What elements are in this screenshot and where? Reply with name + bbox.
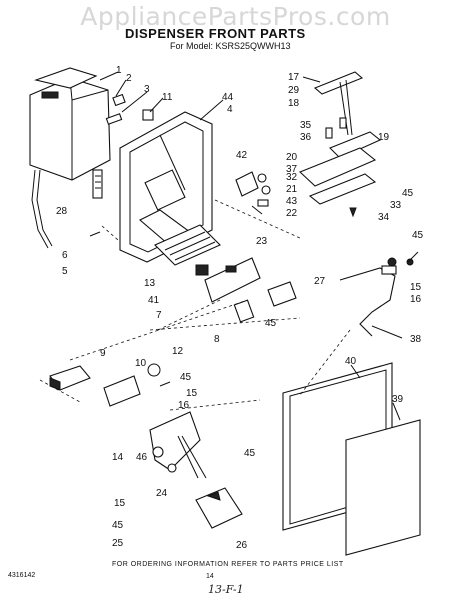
- page-number: 14: [206, 573, 214, 580]
- callout-label: 45: [402, 188, 414, 199]
- callout-label: 39: [392, 394, 404, 405]
- callout-label: 26: [236, 540, 248, 551]
- callout-label: 38: [410, 334, 422, 345]
- callout-label: 15: [114, 498, 126, 509]
- callout-label: 19: [378, 132, 390, 143]
- control-board: [204, 257, 297, 323]
- callout-label: 17: [288, 72, 300, 83]
- callout-label: 12: [172, 346, 184, 357]
- callout-label: 27: [314, 276, 326, 287]
- callout-label: 4: [227, 104, 233, 115]
- lever-assembly: [298, 71, 382, 218]
- callout-label: 35: [300, 120, 312, 131]
- callout-label: 20: [286, 152, 298, 163]
- callout-label: 10: [135, 358, 147, 369]
- callout-label: 7: [156, 310, 162, 321]
- callout-label: 44: [222, 92, 234, 103]
- callout-label: 6: [62, 250, 68, 261]
- callout-label: 45: [265, 318, 277, 329]
- reservoir-housing: [29, 67, 111, 249]
- callout-label: 14: [112, 452, 124, 463]
- callout-label: 41: [148, 295, 160, 306]
- callout-label: 42: [236, 150, 248, 161]
- callout-label: 8: [214, 334, 220, 345]
- handwritten-mark: 13-F-1: [208, 583, 244, 596]
- small-fittings: [89, 93, 154, 237]
- callout-label: 45: [244, 448, 256, 459]
- callout-labels: 1 2 3 11 44 4 17 29 18 35 36 19 42 20 37…: [56, 65, 424, 551]
- callout-label: 15: [410, 282, 422, 293]
- callout-label: 1: [116, 65, 122, 76]
- lower-left-parts: [49, 363, 171, 407]
- callout-label: 40: [345, 356, 357, 367]
- dispenser-frame: [119, 111, 213, 263]
- ordering-info-footer: FOR ORDERING INFORMATION REFER TO PARTS …: [112, 561, 344, 568]
- model-number: For Model: KSRS25QWWH13: [170, 41, 291, 51]
- switch-group: [235, 171, 271, 215]
- callout-label: 29: [288, 85, 300, 96]
- right-bracket: [339, 257, 414, 337]
- leader-lines: [99, 71, 419, 421]
- callout-label: 16: [178, 400, 190, 411]
- callout-label: 23: [256, 236, 268, 247]
- drip-grille: [154, 224, 221, 276]
- callout-label: 45: [112, 520, 124, 531]
- diagram-title: DISPENSER FRONT PARTS: [125, 26, 306, 41]
- callout-label: 34: [378, 212, 390, 223]
- callout-label: 3: [144, 84, 150, 95]
- callout-label: 2: [126, 73, 132, 84]
- lower-mechanism: [149, 411, 243, 529]
- callout-label: 25: [112, 538, 124, 549]
- callout-label: 22: [286, 208, 298, 219]
- callout-label: 5: [62, 266, 68, 277]
- callout-label: 28: [56, 206, 68, 217]
- callout-label: 24: [156, 488, 168, 499]
- callout-label: 45: [412, 230, 424, 241]
- callout-label: 32: [286, 172, 298, 183]
- callout-label: 37: [286, 164, 298, 175]
- callout-label: 21: [286, 184, 298, 195]
- callout-label: 46: [136, 452, 148, 463]
- callout-label: 15: [186, 388, 198, 399]
- door-panels: [282, 362, 421, 556]
- document-number: 4316142: [8, 572, 36, 579]
- callout-label: 9: [100, 348, 106, 359]
- callout-label: 13: [144, 278, 156, 289]
- assembly-lines: [39, 199, 351, 411]
- callout-label: 33: [390, 200, 402, 211]
- callout-label: 36: [300, 132, 312, 143]
- watermark: AppliancePartsPros.com: [80, 2, 391, 31]
- callout-label: 45: [180, 372, 192, 383]
- callout-label: 18: [288, 98, 300, 109]
- callout-label: 11: [162, 92, 173, 103]
- callout-label: 16: [410, 294, 422, 305]
- callout-label: 43: [286, 196, 298, 207]
